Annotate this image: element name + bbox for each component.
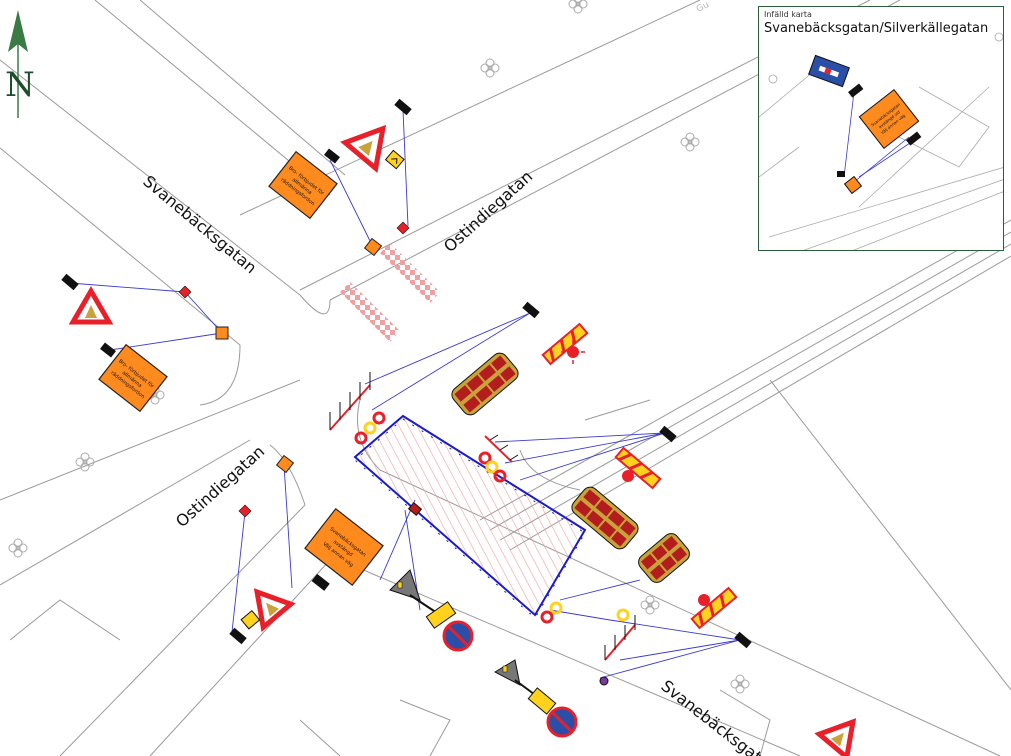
small-reminder-sign (363, 237, 383, 257)
road-work-warning-sign-icon (340, 124, 405, 174)
sign-post-base (324, 148, 340, 164)
north-arrow: N (5, 10, 35, 118)
barrier-blocks (451, 352, 690, 583)
small-reminder-sign (215, 326, 229, 340)
info-sign-south: Svanebäcksgatan avstängd Välj annan väg (304, 507, 384, 587)
purple-marker-icon (599, 676, 609, 686)
barrier-posts (329, 372, 636, 661)
no-parking-sign-icon (442, 620, 578, 738)
inset-caption: Infälld karta (764, 10, 812, 19)
sign-post-base (229, 627, 247, 645)
temporary-crosswalk (340, 243, 440, 342)
traffic-signal-icon (389, 569, 557, 715)
inset-map-drawing: Svanebäcksgatan avstängd vid Välj annan … (759, 32, 1003, 250)
inset-info-sign (808, 54, 850, 88)
inset-map: Infälld karta Svanebäcksgatan/Silverkäll… (758, 6, 1004, 251)
traffic-cone-icons (354, 411, 630, 624)
street-label-svanebacksgatan-north: Svanebäcksgatan (139, 172, 260, 278)
inset-title: Svanebäcksgatan/Silverkällegatan (764, 21, 989, 36)
small-reminder-sign (275, 454, 295, 474)
info-sign-north: Bro- förbjudet för allmänna räddningsfor… (268, 150, 338, 220)
small-barrier-icon (407, 502, 423, 516)
faint-street-text: Gu (695, 0, 711, 14)
inset-small-sign (843, 175, 863, 195)
work-zone (353, 414, 587, 619)
barricade-with-light-icon (522, 301, 752, 649)
street-label-ostindiegatan-south: Ostindiegatan (172, 442, 268, 531)
sign-post-base (61, 273, 79, 291)
sign-tethers (69, 109, 741, 679)
red-marker-icon (178, 221, 410, 518)
sign-post-base (100, 342, 116, 358)
sign-post-base (311, 573, 330, 591)
north-label: N (5, 65, 35, 105)
road-work-warning-sign-icon (240, 588, 296, 633)
sign-post-base (394, 98, 412, 116)
road-work-warning-sign-icon (814, 718, 857, 756)
inset-orange-sign: Svanebäcksgatan avstängd vid Välj annan … (858, 88, 920, 150)
road-work-warning-sign-icon (68, 286, 114, 325)
